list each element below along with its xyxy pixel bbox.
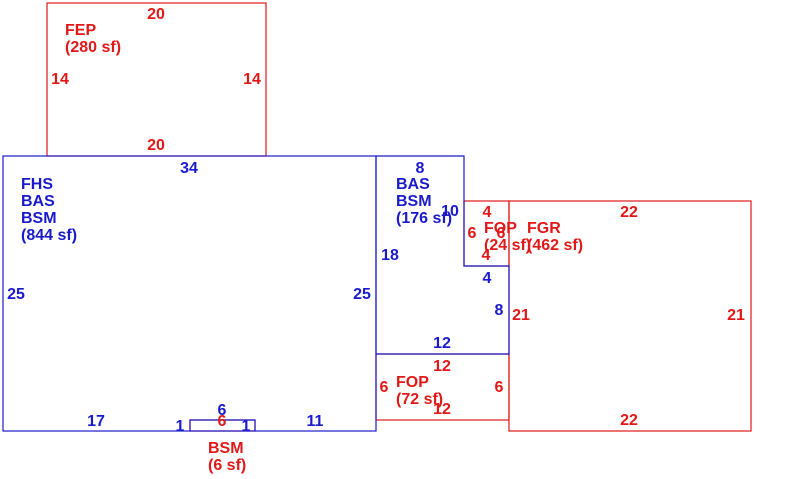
dim-bsm-top: 6 xyxy=(218,402,227,419)
main-outline xyxy=(2,155,377,432)
dim-main-right: 25 xyxy=(353,286,371,303)
dim-bas2-left: 18 xyxy=(381,247,399,264)
fep-label: FEP(280 sf) xyxy=(65,22,121,56)
dim-fop-lower-right: 6 xyxy=(495,379,504,396)
dim-bas2-right: 8 xyxy=(495,302,504,319)
dim-fep-bottom: 20 xyxy=(147,137,165,154)
dim-fop-small-bottom: 4 xyxy=(482,247,491,264)
dim-fop-small-right: 6 xyxy=(497,225,506,242)
dim-fep-right: 14 xyxy=(243,71,261,88)
fgr-label: FGR(462 sf) xyxy=(527,220,583,254)
dim-fep-top: 20 xyxy=(147,6,165,23)
fop-lower-label: FOP(72 sf) xyxy=(396,374,443,408)
dim-fgr-left: 21 xyxy=(512,307,530,324)
dim-fop-lower-top: 12 xyxy=(433,358,451,375)
dim-main-top: 34 xyxy=(180,160,198,177)
dim-bas2-bottom: 12 xyxy=(433,335,451,352)
dim-fop-lower-bottom: 12 xyxy=(433,401,451,418)
dim-bas2-inner: 10 xyxy=(441,203,459,220)
dim-main-bottom-right: 11 xyxy=(307,413,324,430)
dim-fgr-bottom: 22 xyxy=(620,412,638,429)
dim-main-bottom-left: 17 xyxy=(87,413,105,430)
bsm-notch xyxy=(189,419,256,431)
dim-main-left: 25 xyxy=(7,286,25,303)
dim-fep-left: 14 xyxy=(51,71,69,88)
dim-fgr-right: 21 xyxy=(727,307,745,324)
dim-fgr-top: 22 xyxy=(620,204,638,221)
dim-bsm-right: 1 xyxy=(242,418,251,435)
dim-bas2-step: 4 xyxy=(483,270,492,287)
dim-bas2-top: 8 xyxy=(416,160,425,177)
dim-bsm-bottom: 6 xyxy=(218,413,227,430)
dim-fop-small-top: 4 xyxy=(483,204,492,221)
bas2-outline xyxy=(375,155,510,355)
fop-small-label: FOP(24 sf) xyxy=(484,220,531,254)
dim-fop-lower-left: 6 xyxy=(380,379,389,396)
dim-fop-small-left: 6 xyxy=(468,225,477,242)
dim-bsm-left: 1 xyxy=(176,418,185,435)
bsm-small-label: BSM(6 sf) xyxy=(208,440,246,474)
